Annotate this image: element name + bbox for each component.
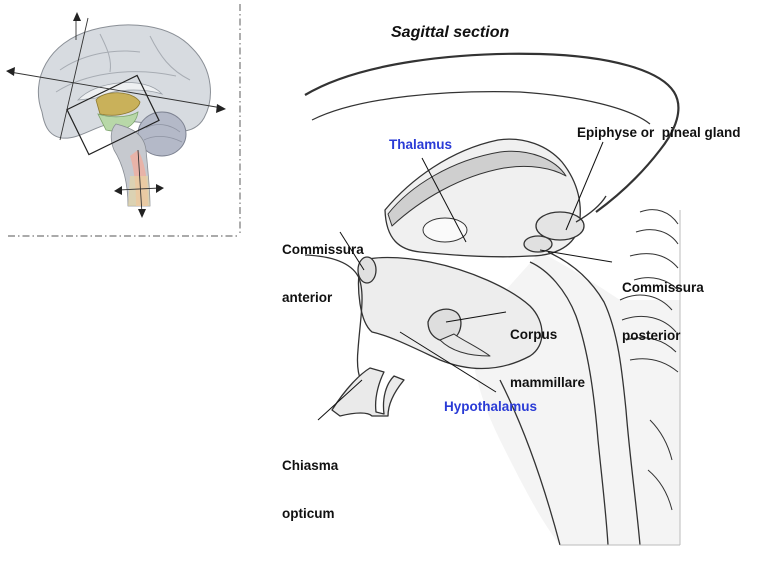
label-commissura-anterior: Commissura anterior bbox=[282, 210, 364, 322]
inset-axis-lines bbox=[9, 16, 223, 215]
corpus-callosum-arch bbox=[304, 52, 680, 213]
label-commissura-posterior-line2: posterior bbox=[622, 328, 681, 343]
leader-chiasma-opticum bbox=[317, 379, 363, 421]
corpus-callosum-inner bbox=[311, 91, 651, 125]
inset-gyri bbox=[55, 33, 191, 93]
aqueduct-outline bbox=[529, 261, 609, 546]
label-commissura-anterior-line2: anterior bbox=[282, 290, 333, 305]
leader-commissura-anterior bbox=[339, 231, 365, 271]
inset-thalamus bbox=[95, 92, 141, 116]
pineal-gland-structure bbox=[535, 211, 585, 241]
tegmentum-outline bbox=[499, 379, 561, 546]
label-corpus-mammillare: Corpus mammillare bbox=[510, 295, 585, 407]
leader-corpus-mammillare bbox=[445, 311, 507, 323]
thalamus-stria bbox=[387, 150, 567, 227]
leader-lines bbox=[317, 141, 613, 421]
label-chiasma-opticum-line1: Chiasma bbox=[282, 458, 339, 473]
label-corpus-mammillare-line2: mammillare bbox=[510, 375, 586, 390]
inset-focus-box bbox=[66, 74, 160, 156]
commissura-posterior-structure bbox=[523, 235, 553, 253]
label-epiphyse: Epiphyse or pineal gland bbox=[577, 125, 741, 140]
cerebellum-folia bbox=[619, 209, 679, 511]
pineal-stalk bbox=[575, 195, 607, 223]
label-commissura-posterior: Commissura posterior bbox=[622, 248, 704, 360]
sagittal-section-drawing bbox=[304, 52, 681, 546]
corpus-mammillare-structure bbox=[427, 308, 462, 342]
adhesio-interthalamica bbox=[422, 217, 468, 243]
leader-epiphyse bbox=[565, 141, 604, 231]
leader-hypothalamus bbox=[399, 331, 497, 393]
diagram-title: Sagittal section bbox=[391, 24, 510, 41]
leader-thalamus bbox=[421, 157, 467, 243]
label-commissura-anterior-line1: Commissura bbox=[282, 242, 364, 257]
label-hypothalamus: Hypothalamus bbox=[444, 399, 538, 414]
brainstem-outline bbox=[547, 251, 641, 546]
inset-arrowheads bbox=[6, 12, 226, 218]
leader-commissura-posterior bbox=[539, 249, 613, 263]
inset-spinal-yellow bbox=[128, 176, 150, 206]
label-corpus-mammillare-line1: Corpus bbox=[510, 327, 558, 342]
label-chiasma-opticum: Chiasma opticum bbox=[282, 426, 338, 538]
label-thalamus: Thalamus bbox=[389, 137, 453, 152]
label-commissura-posterior-line1: Commissura bbox=[622, 280, 704, 295]
commissura-anterior-structure bbox=[357, 256, 377, 284]
chiasma-opticum-structure bbox=[331, 367, 405, 417]
label-chiasma-opticum-line2: opticum bbox=[282, 506, 335, 521]
inset-brain-overview bbox=[6, 4, 241, 237]
lamina-terminalis bbox=[304, 254, 369, 393]
mammillary-tract bbox=[439, 333, 491, 357]
